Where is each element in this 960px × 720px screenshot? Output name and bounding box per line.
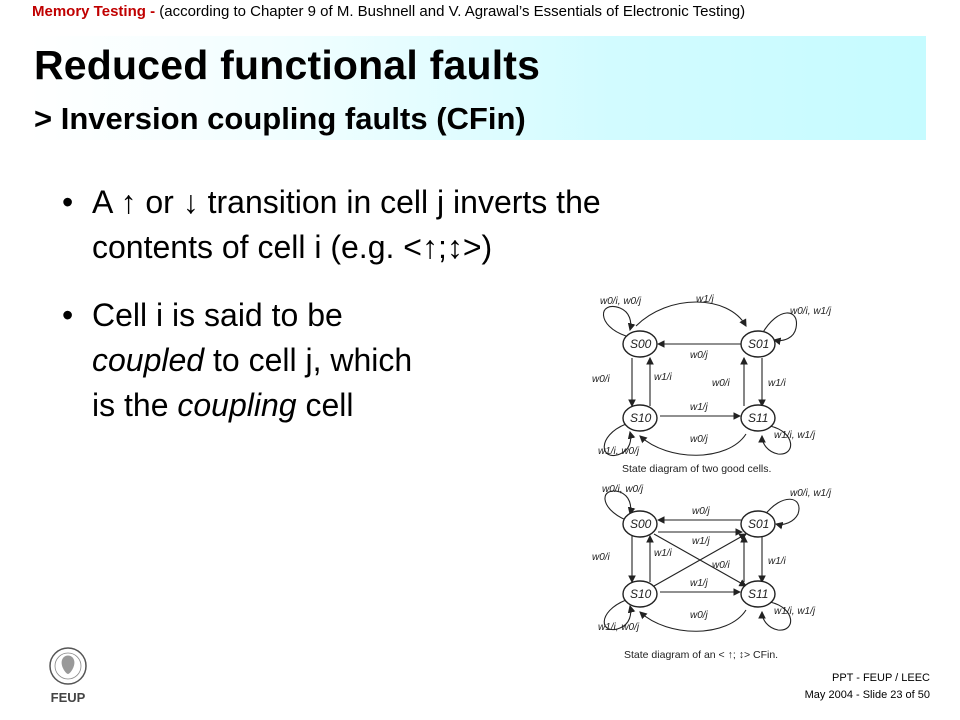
emphasis-coupled: coupled: [92, 342, 205, 378]
slide-footer: PPT - FEUP / LEEC May 2004 - Slide 23 of…: [805, 670, 930, 704]
bullet-1-text: A ↑ or ↓ transition in cell j inverts th…: [92, 180, 601, 270]
diagram-cfin: S00 S01 S10 S11 w0/i, w0/j w0/i, w1/j w0…: [592, 484, 832, 661]
loop-s11: [758, 425, 792, 455]
diagram-good-cells: S00 S01 S10 S11 w0/i, w0/j w1/j w0/i, w1…: [592, 294, 832, 475]
loop-s01: [763, 498, 800, 530]
bullet-dot: •: [62, 297, 74, 333]
slide-subtitle: > Inversion coupling faults (CFin): [34, 101, 526, 136]
state-s11: [740, 404, 776, 432]
bullet-1-line-1: A ↑ or ↓ transition in cell j inverts th…: [92, 184, 601, 220]
label-left-out: w0/i: [592, 374, 611, 385]
loop-s10: [603, 423, 636, 457]
state-s10-label: S10: [630, 411, 652, 425]
label-mid-top: w0/j: [690, 350, 709, 361]
label-right-out: w1/i: [768, 556, 787, 567]
state-s10-label: S10: [630, 587, 652, 601]
state-s11-label: S11: [748, 587, 768, 601]
course-name: Memory Testing -: [32, 3, 160, 20]
label-right-in: w0/i: [712, 378, 731, 389]
label-bl-self: w1/i, w0/j: [598, 446, 640, 457]
edge-diagonal-up: [653, 533, 747, 587]
label-top-upper: w0/j: [692, 506, 711, 517]
loop-s11: [758, 601, 792, 631]
bullet-2-line-1: Cell i is said to be: [92, 297, 343, 333]
bullet-2-line-3-post: cell: [296, 387, 354, 423]
caption-cfin: State diagram of an < ↑; ↕> CFin.: [624, 649, 778, 661]
state-s11-label: S11: [748, 411, 768, 425]
label-tl-self: w0/i, w0/j: [602, 484, 644, 495]
label-tl-self: w0/i, w0/j: [600, 296, 642, 307]
state-diagrams: .st { fill: #fff; stroke: #222; stroke-w…: [592, 294, 832, 661]
bullet-1-line-2: contents of cell i (e.g. <↑;↕>): [92, 229, 493, 265]
arc-top: [635, 301, 747, 327]
bullet-2-line-2: coupled to cell j, which: [92, 338, 412, 383]
state-s00-label: S00: [630, 517, 652, 531]
state-s10: [622, 404, 658, 432]
label-left-in: w1/i: [654, 372, 673, 383]
state-s00: [622, 330, 658, 358]
label-mid-bottom: w1/j: [690, 578, 709, 589]
slide-title: Reduced functional faults: [34, 42, 541, 88]
label-bottom-arc: w0/j: [690, 610, 709, 621]
bullet-2-text: Cell i is said to be coupled to cell j, …: [92, 293, 412, 428]
logo-text: FEUP: [51, 690, 86, 705]
state-s00: [622, 510, 658, 538]
state-s01-label: S01: [748, 337, 769, 351]
label-top-arc: w1/j: [696, 294, 715, 305]
caption-good-cells: State diagram of two good cells.: [622, 463, 771, 475]
title-band: [28, 36, 926, 140]
state-s01: [740, 330, 776, 358]
loop-s00: [604, 490, 636, 521]
label-br-self: w1/i, w1/j: [774, 430, 816, 441]
label-tr-self: w0/i, w1/j: [790, 306, 832, 317]
loop-s00: [602, 306, 636, 337]
bullet-2-line-2-rest: to cell j, which: [204, 342, 413, 378]
state-s01-label: S01: [748, 517, 769, 531]
label-top-lower: w1/j: [692, 536, 711, 547]
label-tr-self: w0/i, w1/j: [790, 488, 832, 499]
state-s00-label: S00: [630, 337, 652, 351]
footer-line-1: PPT - FEUP / LEEC: [831, 672, 930, 684]
feup-logo: FEUP: [49, 647, 87, 705]
loop-s10: [603, 599, 636, 631]
label-mid-bottom: w1/j: [690, 402, 709, 413]
footer-line-2: May 2004 - Slide 23 of 50: [804, 689, 930, 701]
label-bottom-arc: w0/j: [690, 434, 709, 445]
bullet-2-line-3: is the coupling cell: [92, 383, 412, 428]
label-br-self: w1/i, w1/j: [774, 606, 816, 617]
seal-inner-ring: [54, 652, 82, 680]
state-s11: [740, 580, 776, 608]
label-right-in: w0/i: [712, 560, 731, 571]
loop-s01: [761, 312, 797, 346]
label-left-out: w0/i: [592, 552, 611, 563]
emphasis-coupling: coupling: [177, 387, 297, 423]
arc-bottom: [639, 609, 747, 632]
label-right-out: w1/i: [768, 378, 787, 389]
bullet-2-line-3-pre: is the: [92, 387, 178, 423]
arc-bottom: [639, 433, 747, 456]
bullet-dot: •: [62, 184, 74, 220]
state-s10: [622, 580, 658, 608]
seal-figure-icon: [61, 655, 75, 674]
slide-header: Memory Testing - (according to Chapter 9…: [32, 3, 745, 20]
label-left-in: w1/i: [654, 548, 673, 559]
label-bl-self: w1/i, w0/j: [598, 622, 640, 633]
reference-text: (according to Chapter 9 of M. Bushnell a…: [159, 3, 746, 20]
state-s01: [740, 510, 776, 538]
